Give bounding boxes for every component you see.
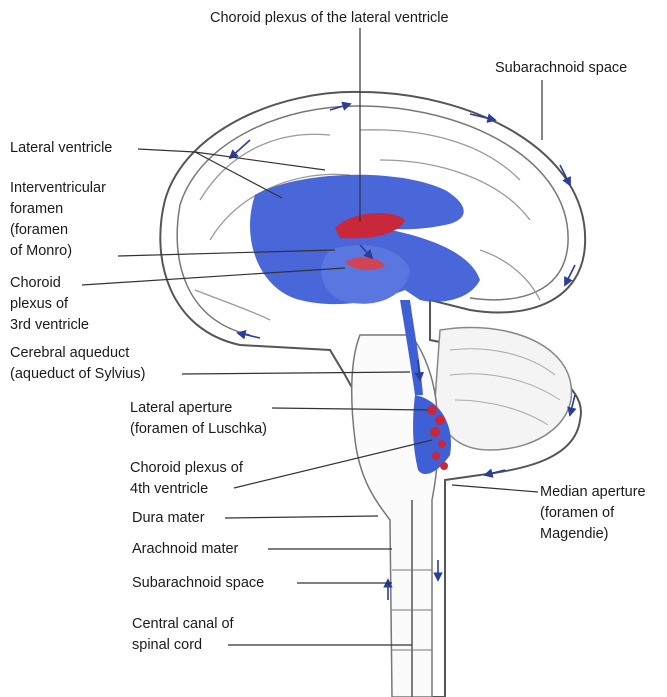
label-median-aperture: Median aperture (foramen of Magendie) (540, 482, 646, 545)
label-dura-mater: Dura mater (132, 508, 205, 529)
label-lateral-ventricle: Lateral ventricle (10, 138, 112, 159)
label-subarachnoid-space-bottom: Subarachnoid space (132, 573, 264, 594)
label-lateral-aperture: Lateral aperture (foramen of Luschka) (130, 398, 267, 440)
label-arachnoid-mater: Arachnoid mater (132, 539, 238, 560)
label-choroid-plexus-4th-ventricle: Choroid plexus of 4th ventricle (130, 458, 243, 500)
label-cerebral-aqueduct: Cerebral aqueduct (aqueduct of Sylvius) (10, 343, 145, 385)
label-choroid-plexus-lateral-ventricle: Choroid plexus of the lateral ventricle (210, 8, 449, 29)
cerebellum (435, 327, 572, 450)
label-interventricular-foramen: Interventricular foramen (foramen of Mon… (10, 178, 106, 262)
label-central-canal: Central canal of spinal cord (132, 614, 234, 656)
label-choroid-plexus-3rd-ventricle: Choroid plexus of 3rd ventricle (10, 273, 89, 336)
label-subarachnoid-space-top: Subarachnoid space (495, 58, 627, 79)
